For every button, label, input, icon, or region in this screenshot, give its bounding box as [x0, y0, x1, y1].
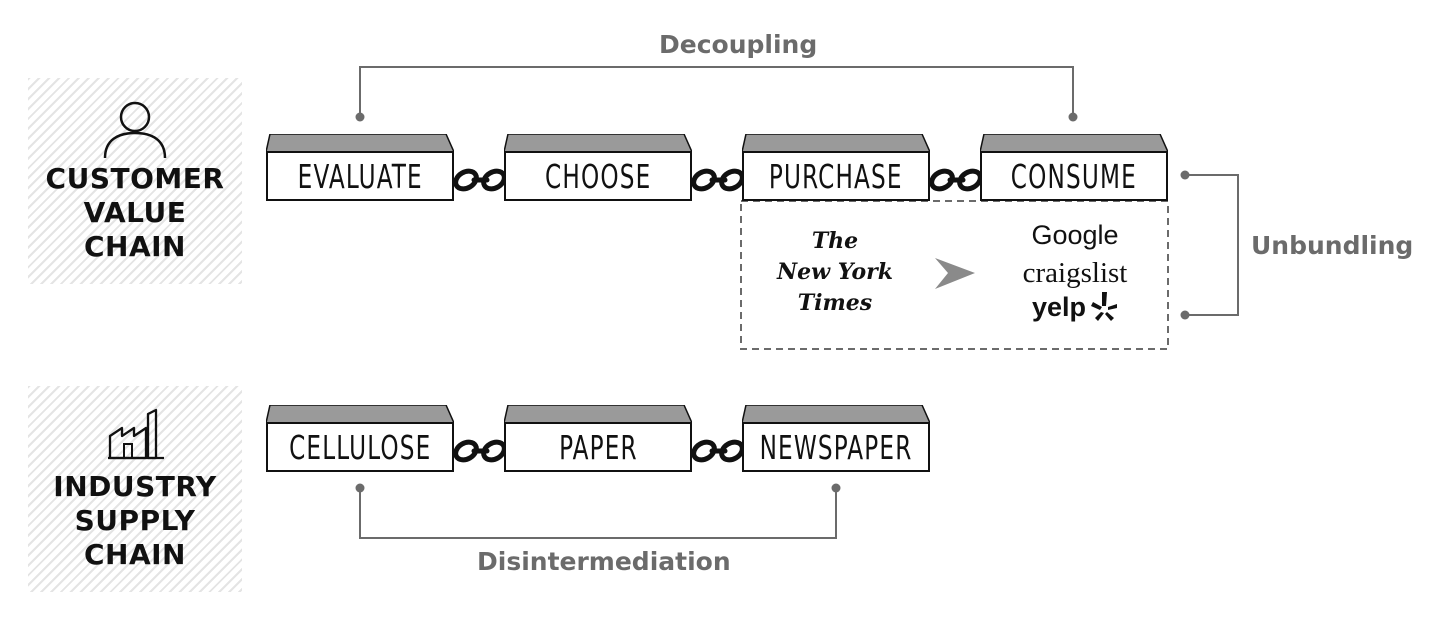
disintermediation-bracket — [359, 488, 837, 539]
new-york-times-logo: The New York Times — [770, 226, 900, 319]
industry-label-line-3: CHAIN — [83, 538, 186, 571]
industry-supply-chain-panel: INDUSTRY SUPPLY CHAIN — [28, 386, 242, 592]
chain-link-3 — [929, 168, 983, 192]
stage-purchase-label: PURCHASE — [769, 156, 903, 196]
google-logo: Google — [1031, 220, 1119, 250]
stage-choose-label: CHOOSE — [544, 156, 652, 196]
customer-value-chain-panel: CUSTOMER VALUE CHAIN — [28, 78, 242, 284]
decoupling-label: Decoupling — [659, 30, 818, 59]
customer-label-line-1: CUSTOMER — [45, 162, 225, 195]
nyt-logo-line-3: Times — [797, 290, 873, 316]
chain-link-4 — [453, 439, 507, 463]
stage-consume-label: CONSUME — [1010, 156, 1138, 196]
customer-value-chain-label: CUSTOMER VALUE CHAIN — [28, 162, 242, 264]
industry-label-line-1: INDUSTRY — [53, 470, 217, 503]
factory-icon — [108, 408, 164, 460]
disintermediation-label: Disintermediation — [477, 547, 731, 576]
stage-evaluate: EVALUATE — [266, 134, 454, 201]
unbundling-label: Unbundling — [1251, 231, 1414, 260]
unbundling-bracket — [1185, 174, 1239, 316]
customer-label-line-3: CHAIN — [83, 230, 186, 263]
yelp-logo-text: yelp — [1032, 292, 1087, 322]
person-icon — [103, 101, 167, 159]
stage-purchase: PURCHASE — [742, 134, 930, 201]
yelp-burst-icon — [1091, 292, 1117, 321]
arrow-right-icon — [935, 258, 975, 289]
stage-consume: CONSUME — [980, 134, 1168, 201]
industry-label-line-2: SUPPLY — [74, 504, 196, 537]
stage-choose: CHOOSE — [504, 134, 692, 201]
craigslist-logo: craigslist — [1022, 257, 1128, 289]
chain-link-2 — [691, 168, 745, 192]
customer-label-line-2: VALUE — [83, 196, 187, 229]
stage-newspaper-label: NEWSPAPER — [759, 427, 913, 467]
chain-link-1 — [453, 168, 507, 192]
yelp-logo: yelp — [1030, 292, 1130, 332]
stage-newspaper: NEWSPAPER — [742, 405, 930, 472]
decoupling-bracket — [359, 66, 1074, 117]
stage-paper-label: PAPER — [558, 427, 638, 467]
stage-paper: PAPER — [504, 405, 692, 472]
nyt-logo-line-1: The — [811, 228, 859, 254]
stage-cellulose-label: CELLULOSE — [288, 427, 432, 467]
stage-evaluate-label: EVALUATE — [297, 156, 423, 196]
nyt-logo-line-2: New York — [776, 259, 893, 285]
stage-cellulose: CELLULOSE — [266, 405, 454, 472]
industry-supply-chain-label: INDUSTRY SUPPLY CHAIN — [28, 470, 242, 572]
chain-link-5 — [691, 439, 745, 463]
